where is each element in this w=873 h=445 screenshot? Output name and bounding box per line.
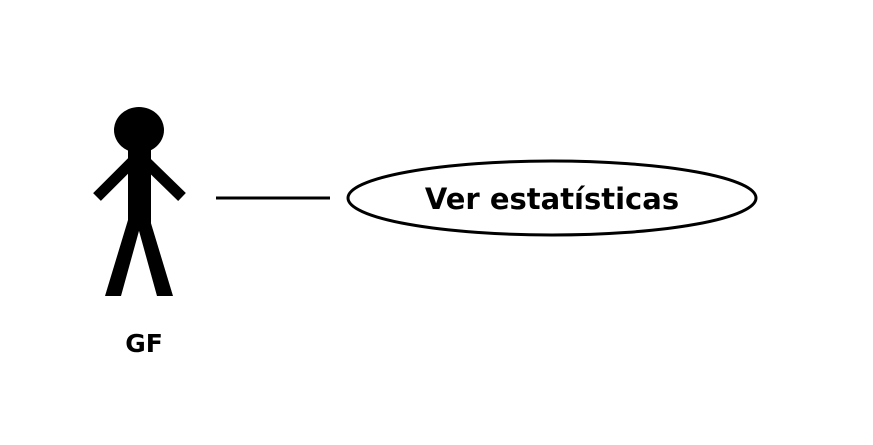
actor-left-arm bbox=[93, 156, 138, 201]
actor-left-leg bbox=[105, 220, 142, 296]
use-case-ellipse bbox=[346, 159, 758, 237]
use-case-label: Ver estatísticas bbox=[425, 182, 679, 216]
actor-gf: GF bbox=[93, 107, 186, 358]
actor-right-arm bbox=[140, 156, 186, 201]
actor-head bbox=[114, 107, 164, 153]
use-case-ver-estatisticas: Ver estatísticas bbox=[346, 159, 758, 237]
actor-label: GF bbox=[125, 329, 163, 358]
stick-figure-icon bbox=[93, 107, 186, 296]
actor-right-leg bbox=[136, 220, 173, 296]
